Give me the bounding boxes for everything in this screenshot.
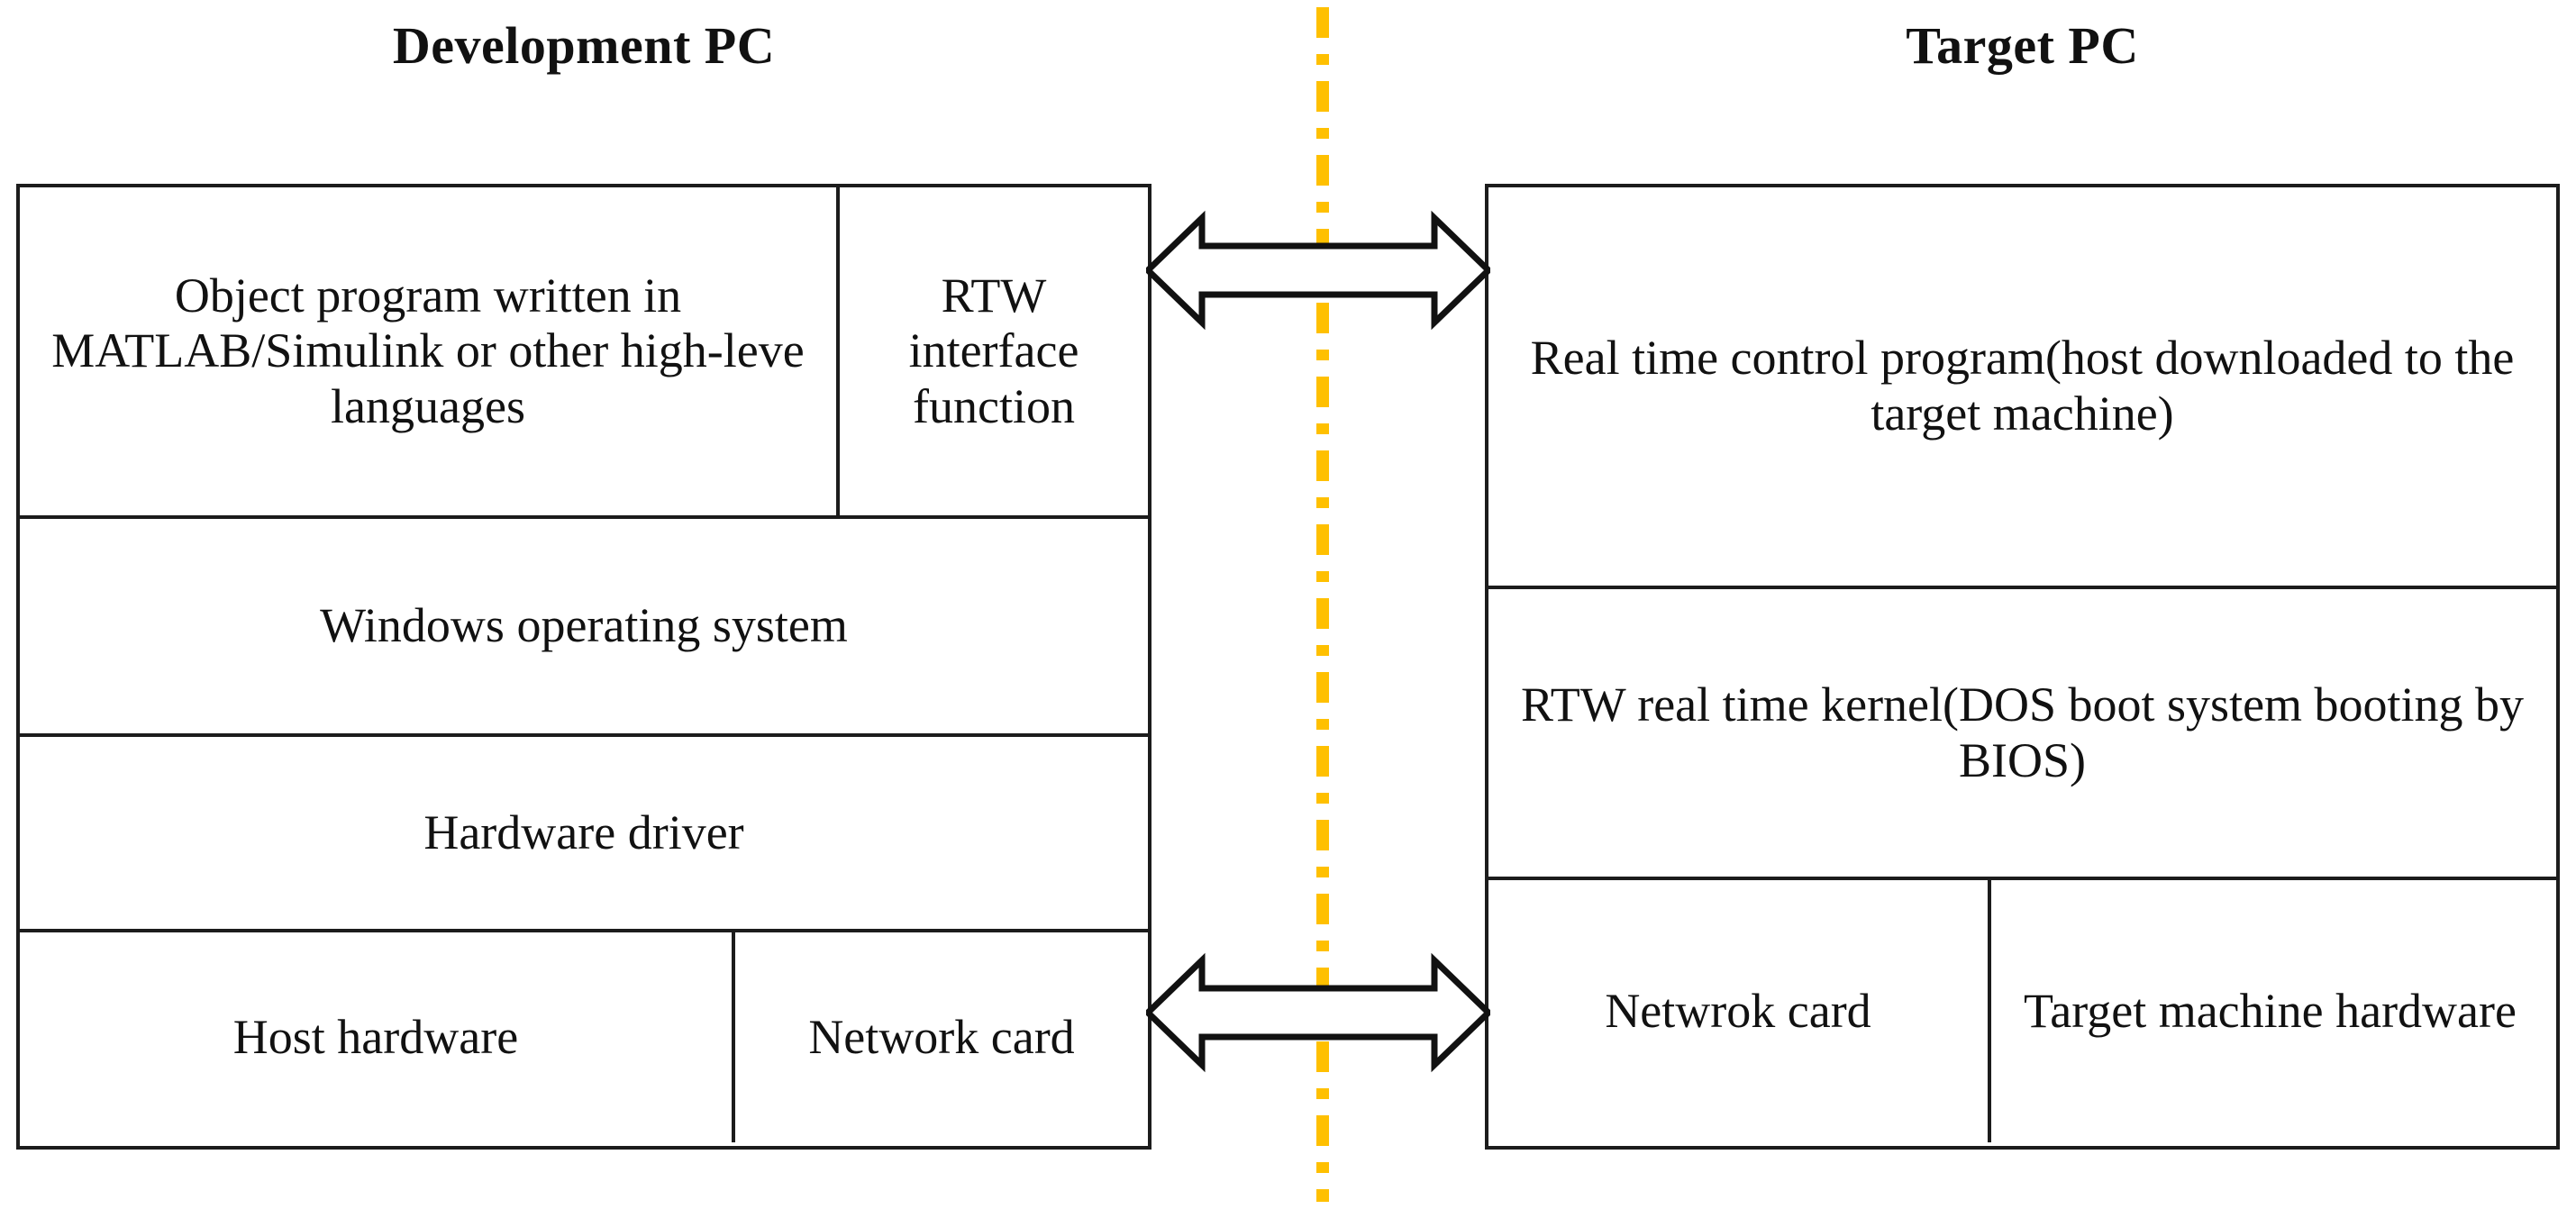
dev-layer-hardware-row: Host hardware Network card bbox=[20, 929, 1148, 1142]
dash-dot-divider-line bbox=[1316, 7, 1329, 1202]
dev-layer-application-row: Object program written in MATLAB/Simulin… bbox=[20, 187, 1148, 515]
target-layer-kernel-row: RTW real time kernel(DOS boot system boo… bbox=[1488, 586, 2556, 877]
target-layer-program-row: Real time control program(host downloade… bbox=[1488, 187, 2556, 586]
bottom-bidirectional-arrow-icon bbox=[1146, 941, 1490, 1085]
dev-cell-windows-operating-system: Windows operating system bbox=[320, 598, 848, 653]
dev-cell-network-card: Network card bbox=[732, 932, 1148, 1142]
page-title-target-pc: Target PC bbox=[1906, 16, 2139, 75]
dev-layer-driver-row: Hardware driver bbox=[20, 733, 1148, 929]
target-pc-block: Real time control program(host downloade… bbox=[1485, 184, 2560, 1150]
dev-cell-rtw-interface-function: RTW interface function bbox=[836, 187, 1148, 515]
dev-cell-hardware-driver: Hardware driver bbox=[423, 804, 744, 859]
dev-cell-object-program: Object program written in MATLAB/Simulin… bbox=[51, 268, 805, 433]
diagram-caption: Development PC and Target PC real-time w… bbox=[0, 0, 1, 1]
target-cell-network-card: Netwrok card bbox=[1605, 983, 1871, 1038]
target-layer-hardware-row: Netwrok card Target machine hardware bbox=[1488, 877, 2556, 1142]
top-bidirectional-arrow-icon bbox=[1146, 198, 1490, 342]
dev-cell-host-hardware: Host hardware bbox=[232, 1009, 519, 1064]
page-title-development-pc: Development PC bbox=[392, 16, 776, 75]
development-pc-block: Object program written in MATLAB/Simulin… bbox=[16, 184, 1151, 1150]
target-cell-real-time-control-program: Real time control program(host downloade… bbox=[1530, 331, 2515, 441]
target-cell-target-machine-hardware: Target machine hardware bbox=[1988, 880, 2549, 1142]
dev-layer-os-row: Windows operating system bbox=[20, 515, 1148, 733]
target-cell-rtw-real-time-kernel: RTW real time kernel(DOS boot system boo… bbox=[1520, 677, 2525, 787]
